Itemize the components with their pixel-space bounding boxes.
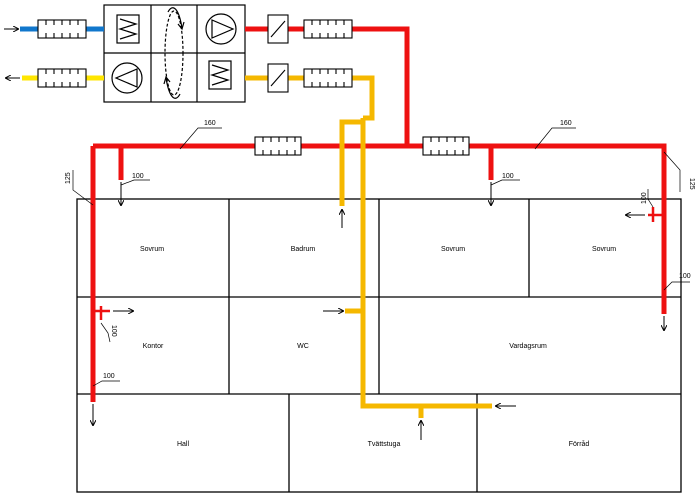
dimension-label: 100: [641, 192, 648, 204]
terminal-arrows: [93, 182, 664, 440]
damper-icon: [267, 14, 289, 44]
dimension-labels: 160 160 125 125 100 100 100 100 100 100: [65, 120, 695, 380]
fan-icon: [205, 13, 237, 45]
room-label-tvattstuga: Tvättstuga: [368, 441, 401, 448]
rotary-heat-exchanger-icon: [163, 7, 185, 99]
silencer-icon: [422, 136, 470, 156]
exhaust-ductwork: [245, 75, 492, 418]
silencer-icon: [37, 19, 87, 39]
room-label-kontor: Kontor: [143, 343, 164, 350]
room-label-sovrum: Sovrum: [441, 246, 465, 253]
room-label-wc: WC: [297, 343, 309, 350]
filter-icon: [208, 60, 232, 90]
dimension-label: 100: [110, 325, 117, 337]
room-label-vardagsrum: Vardagsrum: [509, 343, 547, 350]
floor-plan: [76, 198, 682, 493]
dampers: [267, 14, 289, 93]
dimension-label: 100: [679, 273, 691, 280]
room-label-hall: Hall: [177, 441, 190, 448]
filter-icon: [116, 14, 140, 44]
air-handling-unit: [103, 4, 246, 103]
damper-icon: [267, 63, 289, 93]
flow-arrows-outside: [4, 29, 20, 78]
dimension-label: 100: [502, 173, 514, 180]
dimension-label: 160: [560, 120, 572, 127]
fan-icon: [111, 62, 143, 94]
silencer-icon: [303, 19, 353, 39]
room-label-badrum: Badrum: [291, 246, 316, 253]
dimension-label: 160: [204, 120, 216, 127]
dimension-label: 100: [132, 173, 144, 180]
supply-branch-stubs: [93, 207, 664, 320]
room-labels: Sovrum Badrum Sovrum Sovrum Kontor WC Va…: [140, 246, 616, 448]
dimension-leaders: [72, 127, 690, 387]
silencers: [37, 19, 470, 156]
dimension-label: 125: [688, 178, 695, 190]
room-label-sovrum: Sovrum: [140, 246, 164, 253]
room-label-forrad: Förråd: [569, 440, 590, 448]
silencer-icon: [303, 68, 353, 88]
room-label-sovrum: Sovrum: [592, 246, 616, 253]
dimension-label: 100: [103, 373, 115, 380]
dimension-label: 125: [65, 172, 72, 184]
silencer-icon: [37, 68, 87, 88]
silencer-icon: [254, 136, 302, 156]
